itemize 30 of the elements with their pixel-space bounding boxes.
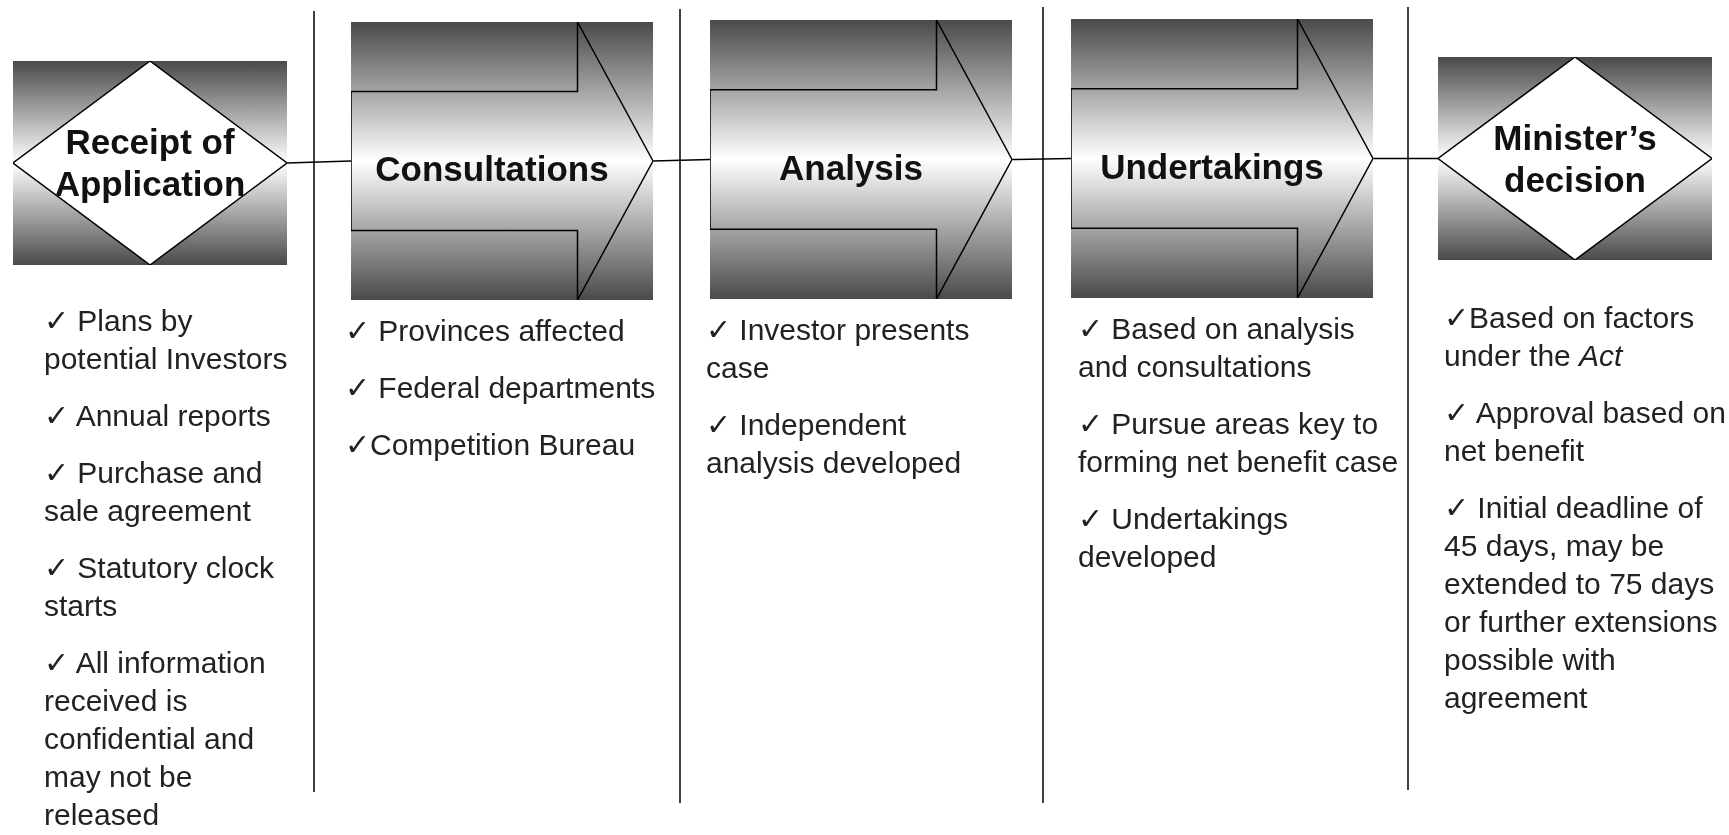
bullet-item: ✓ Initial deadline of 45 days, may be extended to 75 days or further extensions possible with agreement <box>1444 490 1719 716</box>
step-title: Consultations <box>374 148 610 191</box>
bullet-item: ✓ Independent analysis developed <box>706 407 963 481</box>
process-step-box <box>710 20 1012 299</box>
decision-diamond <box>13 61 287 265</box>
bullet-item: ✓ All information received is confidential and may not be released <box>44 645 267 833</box>
connector-line <box>652 158 711 162</box>
bullet-item: ✓ Provinces affected <box>345 313 626 349</box>
connector-line <box>1372 157 1439 160</box>
bullet-item: ✓ Based on analysis and consultations <box>1078 311 1356 385</box>
bullet-item: ✓ Undertakings developed <box>1078 501 1290 575</box>
connector-line <box>286 160 352 164</box>
process-step-box <box>351 22 653 300</box>
bullet-item: ✓ Pursue areas key to forming net benefit case <box>1078 406 1400 480</box>
bullet-item: ✓ Investor presents case <box>706 312 971 386</box>
bullet-item: ✓Competition Bureau <box>345 427 637 463</box>
bullet-item: ✓ Federal departments <box>345 370 657 406</box>
bullet-item: ✓ Plans by potential Investors <box>44 303 289 377</box>
step-title: Analysis <box>778 146 924 189</box>
bullet-item: ✓ Approval based on net benefit <box>1444 395 1726 469</box>
process-step-box <box>1071 19 1373 298</box>
step-title: Receipt of Application <box>53 121 247 205</box>
bullet-item: ✓ Statutory clock starts <box>44 550 276 624</box>
bullet-item: ✓ Annual reports <box>44 398 272 434</box>
bullet-item: ✓Based on factors under the Act <box>1444 300 1696 374</box>
step-title: Undertakings <box>1099 145 1325 188</box>
bullet-item: ✓ Purchase and sale agreement <box>44 455 264 529</box>
decision-diamond <box>1438 57 1712 260</box>
connector-line <box>1011 157 1072 161</box>
step-title: Minister’s decision <box>1492 116 1658 201</box>
